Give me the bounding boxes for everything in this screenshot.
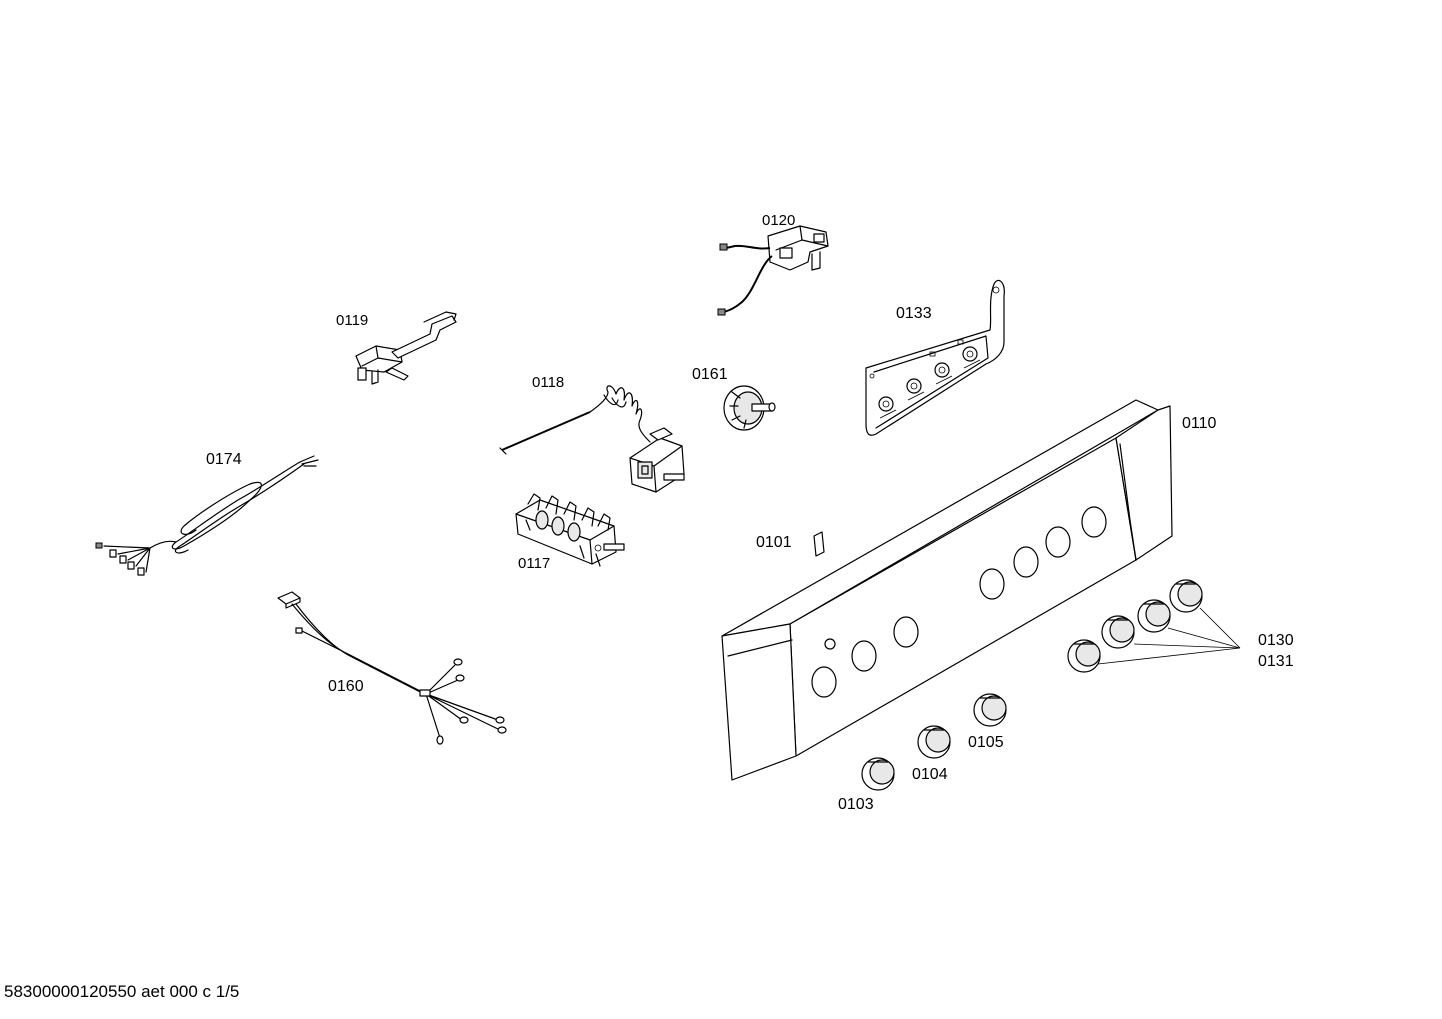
part-0161-knob-base [723,385,776,431]
label-0133: 0133 [896,305,932,322]
part-0117-selector-switch [515,493,625,567]
label-0117: 0117 [518,555,551,572]
label-0105: 0105 [968,734,1004,751]
part-0130-0131-knobs [1067,579,1241,673]
part-0133-control-board [865,279,1005,436]
label-0119: 0119 [336,312,369,329]
diagram-reference-code: 58300000120550 aet 000 c 1/5 [4,982,240,1001]
part-0160-wire-harness [277,591,507,745]
part-0104-knob [917,725,951,759]
label-0174: 0174 [206,451,242,468]
part-0120-switch [717,225,829,316]
label-0161: 0161 [692,366,728,383]
label-0130: 0130 [1258,632,1294,649]
label-0118: 0118 [532,374,565,391]
part-0101-insert [813,531,825,557]
part-0110-control-panel [721,399,1173,781]
part-0118-thermostat [499,385,685,493]
label-0131: 0131 [1258,653,1294,670]
part-0174-wire-harness [95,455,319,576]
label-0160: 0160 [328,678,364,695]
label-0101: 0101 [756,534,792,551]
part-0103-knob [861,757,895,791]
part-0105-knob [973,693,1007,727]
label-0110: 0110 [1182,415,1217,432]
label-0120: 0120 [762,212,796,229]
label-0104: 0104 [912,766,948,783]
part-0119-bracket [355,311,457,385]
label-0103: 0103 [838,796,874,813]
